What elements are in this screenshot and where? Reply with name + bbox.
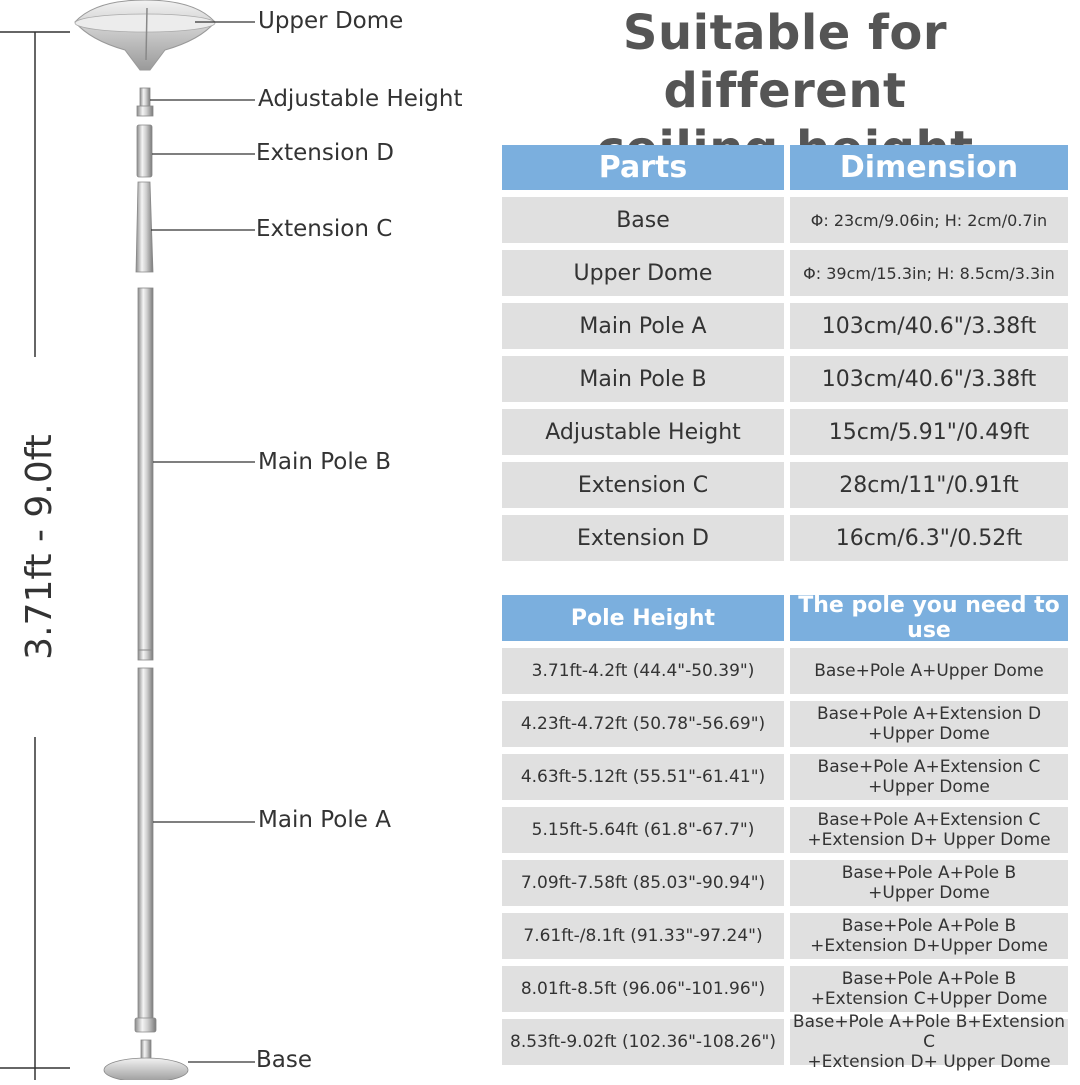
main-pole-b-part <box>137 287 154 661</box>
table-row: Base Φ: 23cm/9.06in; H: 2cm/0.7in <box>502 197 1068 243</box>
pole-diagram-graphic <box>0 0 255 1083</box>
pole-combination-cell: Base+Pole A+Pole B+Extension D+Upper Dom… <box>790 913 1068 959</box>
table-header-row: Parts Dimension <box>502 145 1068 190</box>
table-row: Upper Dome Φ: 39cm/15.3in; H: 8.5cm/3.3i… <box>502 250 1068 296</box>
part-name-cell: Upper Dome <box>502 250 784 296</box>
table-row: 4.23ft-4.72ft (50.78"-56.69") Base+Pole … <box>502 701 1068 747</box>
dimension-cell: 103cm/40.6"/3.38ft <box>790 356 1068 402</box>
extension-c-part <box>135 181 154 273</box>
pole-combination-cell: Base+Pole A+Extension D+Upper Dome <box>790 701 1068 747</box>
base-part <box>103 1039 189 1083</box>
table-row: 4.63ft-5.12ft (55.51"-61.41") Base+Pole … <box>502 754 1068 800</box>
part-name-cell: Adjustable Height <box>502 409 784 455</box>
table-row: 8.01ft-8.5ft (96.06"-101.96") Base+Pole … <box>502 966 1068 1012</box>
adjustable-height-label: Adjustable Height <box>258 86 463 112</box>
pole-combination-cell: Base+Pole A+Upper Dome <box>790 648 1068 694</box>
table-row: Extension D 16cm/6.3"/0.52ft <box>502 515 1068 561</box>
main-pole-a-part <box>134 667 157 1033</box>
column-header-parts: Parts <box>502 145 784 190</box>
column-header-dimension: Dimension <box>790 145 1068 190</box>
dimension-cell: 103cm/40.6"/3.38ft <box>790 303 1068 349</box>
part-name-cell: Main Pole B <box>502 356 784 402</box>
height-range-label: 3.71ft - 9.0ft <box>18 357 62 737</box>
table-row: 8.53ft-9.02ft (102.36"-108.26") Base+Pol… <box>502 1012 1068 1072</box>
extension-d-part <box>136 124 153 178</box>
part-name-cell: Extension C <box>502 462 784 508</box>
dimension-cell: Φ: 23cm/9.06in; H: 2cm/0.7in <box>790 197 1068 243</box>
dimensions-table: Parts Dimension Base Φ: 23cm/9.06in; H: … <box>502 145 1068 568</box>
pole-height-cell: 8.01ft-8.5ft (96.06"-101.96") <box>502 966 784 1012</box>
extension-d-label: Extension D <box>256 140 394 166</box>
part-name-cell: Main Pole A <box>502 303 784 349</box>
pole-height-cell: 4.23ft-4.72ft (50.78"-56.69") <box>502 701 784 747</box>
table-row: Main Pole A 103cm/40.6"/3.38ft <box>502 303 1068 349</box>
pole-combination-cell: Base+Pole A+Extension C+Extension D+ Upp… <box>790 807 1068 853</box>
table-row: 3.71ft-4.2ft (44.4"-50.39") Base+Pole A+… <box>502 648 1068 694</box>
column-header-pole-needed: The pole you need to use <box>790 593 1068 643</box>
title-line-1: Suitable for different <box>622 5 948 119</box>
table-row: 7.09ft-7.58ft (85.03"-90.94") Base+Pole … <box>502 860 1068 906</box>
pole-combination-cell: Base+Pole A+Pole B+Upper Dome <box>790 860 1068 906</box>
pole-height-cell: 5.15ft-5.64ft (61.8"-67.7") <box>502 807 784 853</box>
pole-height-cell: 7.61ft-/8.1ft (91.33"-97.24") <box>502 913 784 959</box>
main-pole-b-label: Main Pole B <box>258 449 391 475</box>
dimension-cell: 16cm/6.3"/0.52ft <box>790 515 1068 561</box>
part-name-cell: Extension D <box>502 515 784 561</box>
table-row: Extension C 28cm/11"/0.91ft <box>502 462 1068 508</box>
pole-combination-cell: Base+Pole A+Extension C+Upper Dome <box>790 754 1068 800</box>
main-pole-a-label: Main Pole A <box>258 807 391 833</box>
dimension-cell: 15cm/5.91"/0.49ft <box>790 409 1068 455</box>
pole-height-cell: 4.63ft-5.12ft (55.51"-61.41") <box>502 754 784 800</box>
table-row: Adjustable Height 15cm/5.91"/0.49ft <box>502 409 1068 455</box>
pole-height-cell: 7.09ft-7.58ft (85.03"-90.94") <box>502 860 784 906</box>
pole-combination-cell: Base+Pole A+Pole B+Extension C+Extension… <box>790 1012 1068 1072</box>
dimension-cell: Φ: 39cm/15.3in; H: 8.5cm/3.3in <box>790 250 1068 296</box>
column-header-pole-height: Pole Height <box>502 595 784 641</box>
pole-combination-cell: Base+Pole A+Pole B+Extension C+Upper Dom… <box>790 966 1068 1012</box>
table-row: 7.61ft-/8.1ft (91.33"-97.24") Base+Pole … <box>502 913 1068 959</box>
upper-dome-label: Upper Dome <box>258 8 404 34</box>
table-row: 5.15ft-5.64ft (61.8"-67.7") Base+Pole A+… <box>502 807 1068 853</box>
base-label: Base <box>256 1047 313 1073</box>
table-header-row: Pole Height The pole you need to use <box>502 593 1068 643</box>
extension-c-label: Extension C <box>256 216 393 242</box>
adjustable-height-part <box>136 87 154 117</box>
pole-height-cell: 3.71ft-4.2ft (44.4"-50.39") <box>502 648 784 694</box>
part-name-cell: Base <box>502 197 784 243</box>
pole-diagram: 3.71ft - 9.0ft Upper Dome Adjustable Hei… <box>0 0 500 1083</box>
leader-lines <box>150 21 255 1063</box>
table-row: Main Pole B 103cm/40.6"/3.38ft <box>502 356 1068 402</box>
pole-height-cell: 8.53ft-9.02ft (102.36"-108.26") <box>502 1019 784 1065</box>
pole-usage-table: Pole Height The pole you need to use 3.7… <box>502 593 1068 1072</box>
upper-dome-part <box>74 0 216 71</box>
dimension-cell: 28cm/11"/0.91ft <box>790 462 1068 508</box>
